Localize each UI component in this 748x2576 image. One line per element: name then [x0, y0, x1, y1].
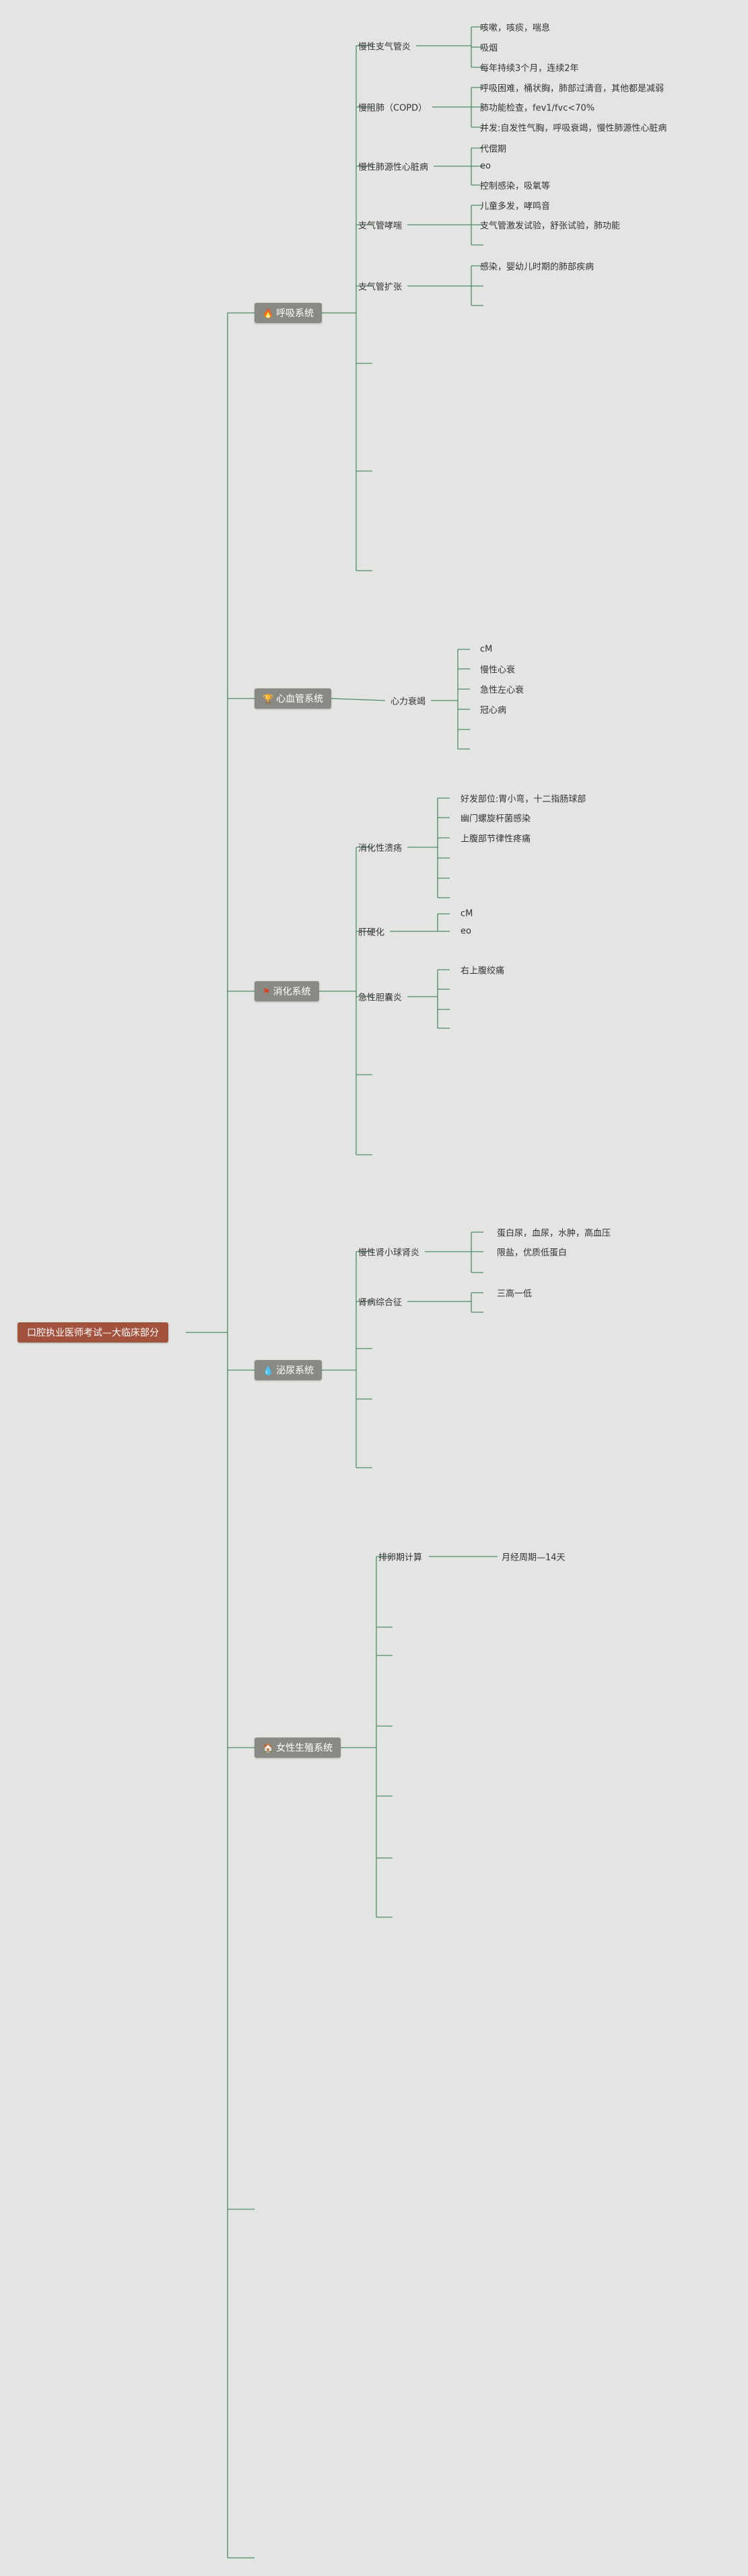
- leaf-node: 并发:自发性气胸，呼吸衰竭，慢性肺源性心脏病: [480, 123, 667, 134]
- leaf-node: 慢性心衰: [480, 665, 516, 676]
- leaf-node: 急性左心衰: [480, 685, 524, 696]
- leaf-node: 好发部位:胃小弯，十二指肠球部: [461, 794, 586, 805]
- leaf-node: 感染，婴幼儿时期的肺部疾病: [480, 262, 594, 273]
- leaf-node: 冠心病: [480, 705, 507, 716]
- level2-node: 慢性肺源性心脏病: [358, 162, 429, 173]
- leaf-node: 吸烟: [480, 43, 498, 54]
- house-icon: 🏠: [263, 1744, 274, 1754]
- drop-icon: 💧: [263, 1366, 274, 1376]
- level2-node: 慢性肾小球肾炎: [358, 1248, 420, 1258]
- leaf-node: 肺功能检查，fev1/fvc<70%: [480, 103, 595, 114]
- leaf-node: 右上腹绞痛: [461, 966, 505, 976]
- level2-node: 支气管哮喘: [358, 221, 403, 231]
- level2-node: 急性胆囊炎: [358, 993, 403, 1003]
- system-node-3: 💧泌尿系统: [254, 1360, 322, 1380]
- leaf-node: cM: [480, 644, 493, 655]
- system-label: 心血管系统: [276, 694, 324, 705]
- trophy-icon: 🏆: [263, 694, 274, 705]
- system-node-0: 🔥呼吸系统: [254, 303, 322, 323]
- leaf-node: 蛋白尿，血尿，水肿，高血压: [497, 1228, 611, 1239]
- level2-node: 支气管扩张: [358, 282, 403, 293]
- leaf-node: 控制感染，吸氧等: [480, 181, 551, 192]
- system-label: 女性生殖系统: [276, 1743, 333, 1754]
- level2-node: 心力衰竭: [390, 696, 426, 707]
- leaf-node: 咳嗽，咳痰，喘息: [480, 23, 551, 34]
- level2-node: 慢阻肺（COPD）: [358, 103, 428, 114]
- system-node-2: ⚑消化系统: [254, 981, 319, 1001]
- leaf-node: eo: [480, 161, 491, 172]
- leaf-node: 三高一低: [497, 1289, 533, 1299]
- leaf-node: 幽门螺旋杆菌感染: [461, 814, 531, 824]
- flag-icon: ⚑: [263, 987, 271, 997]
- leaf-node: 代偿期: [480, 144, 507, 155]
- level2-node: 排卵期计算: [378, 1552, 423, 1563]
- leaf-node: 上腹部节律性疼痛: [461, 834, 531, 845]
- leaf-node: cM: [461, 908, 473, 919]
- level2-node: 慢性支气管炎: [358, 42, 411, 52]
- level2-node: 消化性溃疡: [358, 843, 403, 854]
- system-node-1: 🏆心血管系统: [254, 688, 332, 709]
- level2-connector: [331, 698, 386, 701]
- system-label: 消化系统: [273, 987, 311, 997]
- level2-node: 肝硬化: [358, 927, 385, 938]
- leaf-node: 呼吸困难，桶状胸，肺部过清音，其他都是减弱: [480, 83, 665, 94]
- leaf-node: 支气管激发试验，舒张试验，肺功能: [480, 221, 621, 231]
- leaf-node: 儿童多发，哮鸣音: [480, 201, 551, 212]
- leaf-node: eo: [461, 926, 471, 937]
- leaf-node: 每年持续3个月，连续2年: [480, 63, 579, 74]
- system-label: 泌尿系统: [276, 1365, 314, 1376]
- system-label: 呼吸系统: [276, 308, 314, 319]
- level2-node: 肾病综合征: [358, 1297, 403, 1308]
- fire-icon: 🔥: [263, 309, 274, 319]
- system-node-4: 🏠女性生殖系统: [254, 1738, 341, 1758]
- leaf-node: 限盐，优质低蛋白: [497, 1248, 568, 1258]
- root-node: 口腔执业医师考试—大临床部分: [18, 1322, 168, 1343]
- leaf-node: 月经周期—14天: [502, 1552, 566, 1563]
